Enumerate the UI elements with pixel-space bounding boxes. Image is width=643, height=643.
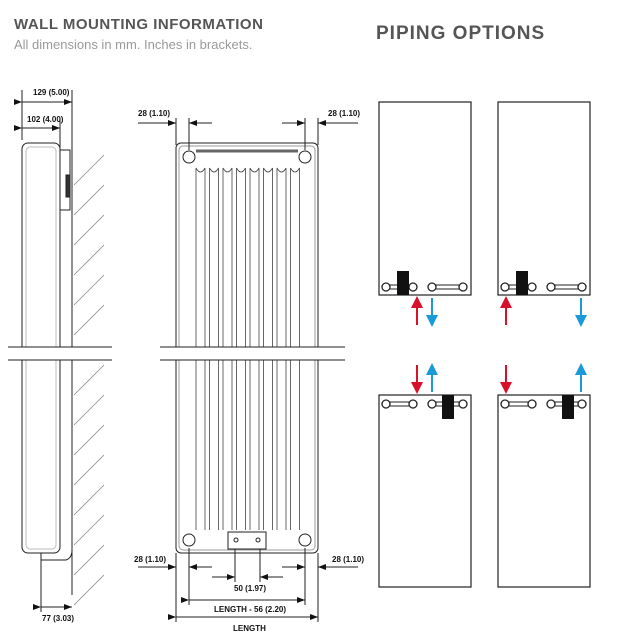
dim-bottom-offset: 77 (3.03) xyxy=(42,614,74,623)
dim-valve-spacing: 50 (1.97) xyxy=(234,584,266,593)
side-view xyxy=(6,90,114,612)
connection-point xyxy=(500,399,510,409)
radiator-outline xyxy=(497,101,591,296)
top-right-bracket xyxy=(298,150,312,164)
hatch-line xyxy=(73,214,105,246)
dim-length: LENGTH xyxy=(233,624,266,633)
connection-point xyxy=(408,399,418,409)
connection-point xyxy=(577,282,587,292)
hatch-line xyxy=(73,514,105,546)
radiator-outline xyxy=(378,101,472,296)
hatch-line xyxy=(73,364,105,396)
connection-point xyxy=(546,399,556,409)
valve-block-icon xyxy=(562,395,574,419)
radiator-outline xyxy=(378,394,472,588)
dim-depth-body: 102 (4.00) xyxy=(27,115,64,124)
connection-point xyxy=(527,399,537,409)
dim-top-right: 28 (1.10) xyxy=(328,109,360,118)
wall-mounting-subtitle: All dimensions in mm. Inches in brackets… xyxy=(14,37,253,52)
piping-options-title: PIPING OPTIONS xyxy=(376,23,546,44)
top-left-bracket xyxy=(182,150,196,164)
hatch-line xyxy=(73,424,105,456)
valve-block-icon xyxy=(397,271,409,295)
hatch-line xyxy=(73,184,105,216)
dim-top-left: 28 (1.10) xyxy=(138,109,170,118)
hatch-line xyxy=(73,394,105,426)
hatch-line xyxy=(73,154,105,186)
front-view xyxy=(138,118,358,622)
piping-options xyxy=(378,101,591,588)
hatch-line xyxy=(73,454,105,486)
piping-option-2 xyxy=(497,101,591,327)
pipe-rail xyxy=(550,284,583,290)
valve-block-icon xyxy=(516,271,528,295)
bottom-right-valve xyxy=(298,533,312,547)
piping-option-3 xyxy=(378,363,472,588)
connection-point xyxy=(500,282,510,292)
connection-point xyxy=(546,282,556,292)
connection-point xyxy=(381,399,391,409)
hatch-line xyxy=(73,544,105,576)
hatch-line xyxy=(73,274,105,306)
dim-bracket-span: LENGTH - 56 (2.20) xyxy=(214,605,286,614)
wall-mounting-title: WALL MOUNTING INFORMATION xyxy=(14,16,264,33)
wall-hatch xyxy=(73,154,105,606)
connection-point xyxy=(427,399,437,409)
hatch-line xyxy=(73,304,105,336)
hatch-line xyxy=(73,574,105,606)
valve-block-icon xyxy=(442,395,454,419)
connection-point xyxy=(408,282,418,292)
connection-point xyxy=(427,282,437,292)
valve-block xyxy=(227,531,267,550)
connection-point xyxy=(458,399,468,409)
dim-depth-total: 129 (5.00) xyxy=(33,88,70,97)
dim-bottom-right: 28 (1.10) xyxy=(332,555,364,564)
bottom-left-valve xyxy=(182,533,196,547)
piping-option-4 xyxy=(497,363,591,588)
connection-point xyxy=(458,282,468,292)
dim-bottom-left: 28 (1.10) xyxy=(134,555,166,564)
connection-point xyxy=(527,282,537,292)
connection-point xyxy=(577,399,587,409)
hatch-line xyxy=(73,484,105,516)
connection-point xyxy=(381,282,391,292)
hatch-line xyxy=(73,244,105,276)
radiator-outline xyxy=(497,394,591,588)
piping-option-1 xyxy=(378,101,472,327)
